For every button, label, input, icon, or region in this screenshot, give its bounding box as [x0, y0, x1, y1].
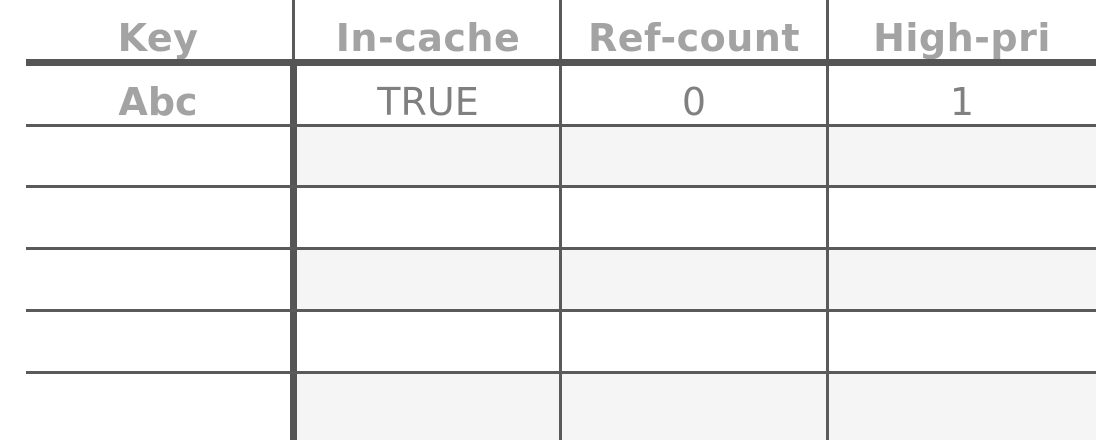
- header-high-pri: High-pri: [873, 16, 1051, 60]
- row-1-high-pri: 1: [949, 80, 975, 124]
- row-divider-3: [26, 247, 1096, 250]
- row-divider-1: [26, 124, 1096, 127]
- column-divider-2: [559, 0, 562, 440]
- row-1-key: Abc: [118, 80, 198, 124]
- row-divider-4: [26, 309, 1096, 312]
- row-1-in-cache: TRUE: [377, 80, 479, 124]
- header-divider: [26, 59, 1096, 66]
- column-divider-1-body: [290, 64, 297, 440]
- column-divider-1: [292, 0, 295, 64]
- header-ref-count: Ref-count: [587, 16, 801, 60]
- shaded-row-6: [296, 374, 1096, 440]
- header-key: Key: [117, 16, 199, 60]
- column-divider-3: [826, 0, 829, 440]
- row-divider-2: [26, 185, 1096, 188]
- row-1-ref-count: 0: [681, 80, 707, 124]
- shaded-row-4: [296, 250, 1096, 309]
- header-in-cache: In-cache: [335, 16, 521, 60]
- shaded-row-2: [296, 126, 1096, 185]
- row-divider-5: [26, 371, 1096, 374]
